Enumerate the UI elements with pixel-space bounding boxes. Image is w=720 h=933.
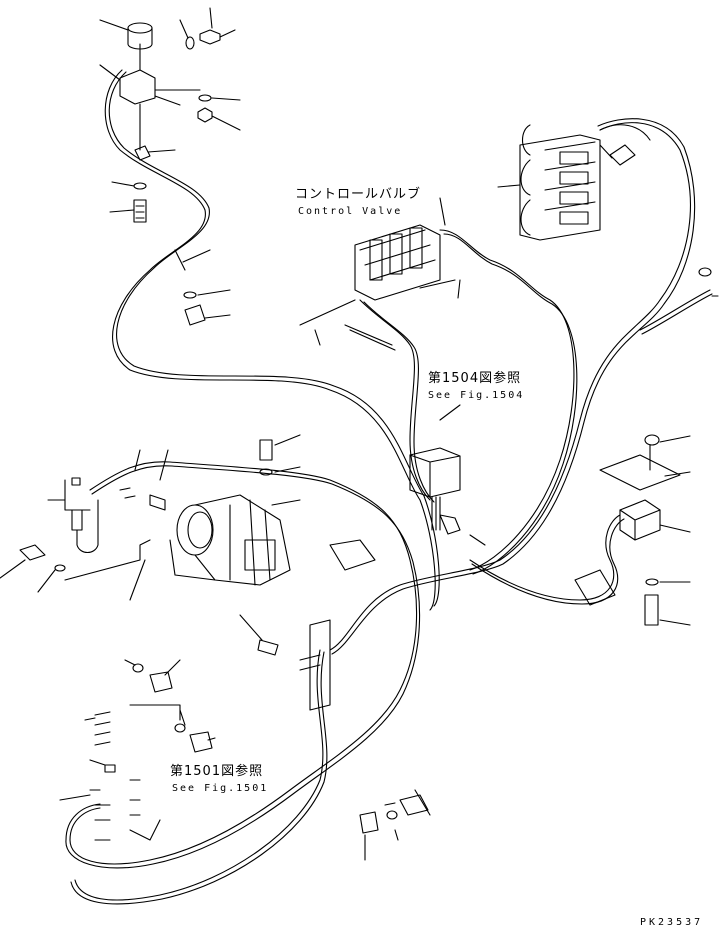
pilot-valve-cluster <box>497 124 719 297</box>
bottom-right-fasteners <box>359 789 431 861</box>
control-valve-label-jp: コントロールバルブ <box>295 187 422 202</box>
ref-1501-label-jp: 第1501図参照 <box>170 764 264 779</box>
control-valve-label-en: Control Valve <box>298 206 403 217</box>
sensor-cluster <box>0 477 151 601</box>
bottom-left-parts <box>59 659 216 841</box>
ref-1501-label-en: See Fig.1501 <box>172 783 269 794</box>
pump-assembly <box>119 449 291 586</box>
controller-box <box>409 404 486 546</box>
control-valve <box>299 197 461 351</box>
ref-1504-label-en: See Fig.1504 <box>428 390 525 401</box>
ref-1504-label-jp: 第1504図参照 <box>428 371 522 386</box>
fasteners-mid <box>174 249 301 506</box>
drawing-code: PK23537 <box>640 917 704 928</box>
horn-assembly <box>99 7 241 223</box>
harness-wires <box>65 69 713 905</box>
lower-bracket <box>239 614 331 711</box>
relay-bracket <box>329 434 691 626</box>
